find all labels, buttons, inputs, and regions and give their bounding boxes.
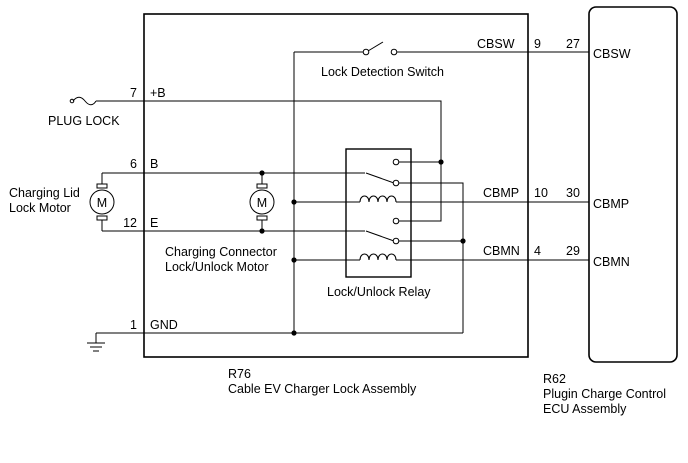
junction-dot — [291, 199, 297, 205]
terminal-b: B — [150, 157, 158, 171]
terminal-e: E — [150, 216, 158, 230]
pin-cbsw-left: 9 — [534, 37, 541, 51]
fuse-terminal — [69, 98, 75, 104]
ecu-pin-cbsw: CBSW — [593, 47, 631, 61]
lid-motor-brush-bottom — [96, 215, 108, 221]
signal-cbmp: CBMP — [483, 186, 519, 200]
lock-detection-switch-label: Lock Detection Switch — [321, 65, 444, 79]
ecu-code: R62 — [543, 372, 566, 386]
charging-lid-label-2: Lock Motor — [9, 201, 71, 215]
signal-cbsw: CBSW — [477, 37, 515, 51]
terminal-gnd: GND — [150, 318, 178, 332]
switch-terminal-left — [362, 48, 370, 56]
pin-cbmp-left: 10 — [534, 186, 548, 200]
pin-cbmn-left: 4 — [534, 244, 541, 258]
lid-motor-brush-top — [96, 183, 108, 189]
connector-motor-brush-top — [256, 183, 268, 189]
terminal-plus-b: +B — [150, 86, 166, 100]
assembly-code: R76 — [228, 367, 251, 381]
ecu-name-2: ECU Assembly — [543, 402, 627, 416]
connector-motor-label-1: Charging Connector — [165, 245, 277, 259]
pin-cbmp-right: 30 — [566, 186, 580, 200]
ecu-name-1: Plugin Charge Control — [543, 387, 666, 401]
charger-lock-assembly-box — [143, 13, 529, 358]
junction-dot — [438, 159, 444, 165]
connector-motor-m: M — [257, 196, 267, 210]
relay-upper-no — [392, 179, 400, 187]
junction-dot — [460, 238, 466, 244]
upper-relay-coil — [359, 195, 397, 203]
relay-upper-nc — [392, 158, 400, 166]
pin-gnd: 1 — [130, 318, 137, 332]
assembly-name: Cable EV Charger Lock Assembly — [228, 382, 417, 396]
pin-plus-b: 7 — [130, 86, 137, 100]
connector-motor-label-2: Lock/Unlock Motor — [165, 260, 269, 274]
relay-lower-nc — [392, 217, 400, 225]
relay-box — [345, 148, 412, 278]
ecu-pin-cbmn: CBMN — [593, 255, 630, 269]
signal-cbmn: CBMN — [483, 244, 520, 258]
pin-cbsw-right: 27 — [566, 37, 580, 51]
connector-motor-brush-bottom — [256, 215, 268, 221]
plug-lock-fuse — [72, 96, 97, 106]
relay-label: Lock/Unlock Relay — [327, 285, 431, 299]
lid-motor-symbol — [89, 189, 115, 215]
relay-upper-blade — [365, 172, 395, 184]
junction-dot — [291, 330, 297, 336]
ground-symbol — [87, 342, 105, 352]
lid-motor-wires — [102, 172, 144, 232]
ecu-pin-cbmp: CBMP — [593, 197, 629, 211]
pin-b: 6 — [130, 157, 137, 171]
pin-e: 12 — [123, 216, 137, 230]
junction-dot — [259, 170, 265, 176]
switch-blade — [367, 41, 384, 52]
ecu-box — [588, 6, 678, 363]
lid-motor-m: M — [97, 196, 107, 210]
switch-terminal-right — [390, 48, 398, 56]
relay-lower-no — [392, 237, 400, 245]
charging-lid-label-1: Charging Lid — [9, 186, 80, 200]
pin-cbmn-right: 29 — [566, 244, 580, 258]
connector-motor-symbol — [249, 189, 275, 215]
junction-dot — [291, 257, 297, 263]
relay-lower-blade — [365, 230, 395, 242]
lower-relay-coil — [359, 253, 397, 261]
plug-lock-label: PLUG LOCK — [48, 114, 120, 128]
junction-dot — [259, 228, 265, 234]
relay-com-wire — [396, 182, 464, 333]
